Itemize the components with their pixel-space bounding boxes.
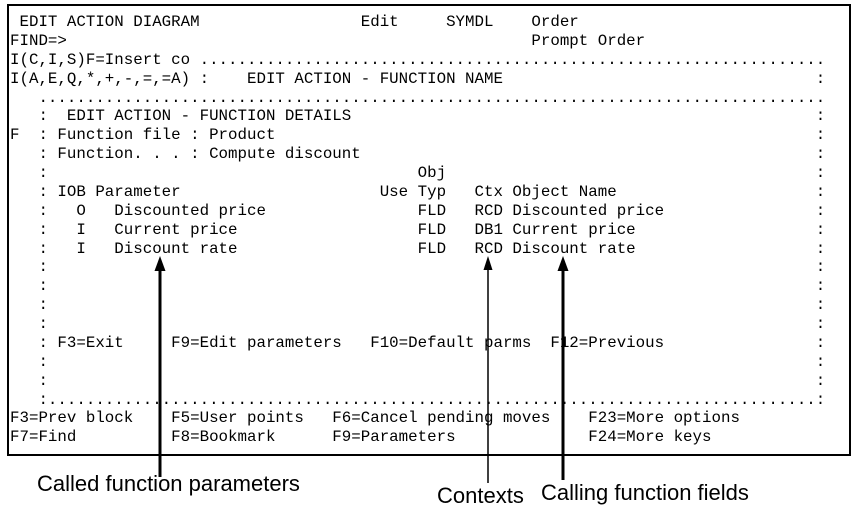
- terminal-line-param-discount-rate: : I Discount rate FLD RCD Discount rate …: [10, 239, 826, 258]
- terminal-line-blank-3: : :: [10, 296, 826, 315]
- terminal-line-obj-header: : Obj :: [10, 164, 826, 182]
- terminal-line-blank-5: : :: [10, 352, 826, 371]
- terminal-line-screen-fkeys-1[interactable]: F3=Prev block F5=User points F6=Cancel p…: [10, 409, 740, 428]
- terminal-screen[interactable]: EDIT ACTION DIAGRAM Edit SYMDL Order FIN…: [7, 4, 851, 456]
- label-contexts: Contexts: [437, 483, 524, 508]
- terminal-line-param-current-price: : I Current price FLD DB1 Current price …: [10, 220, 826, 239]
- terminal-line-insert-options: I(C,I,S)F=Insert co ....................…: [10, 50, 826, 69]
- terminal-line-find-input[interactable]: FIND=> Prompt Order: [10, 31, 646, 50]
- terminal-line-param-discounted-price: : O Discounted price FLD RCD Discounted …: [10, 201, 826, 220]
- terminal-line-blank-1: : :: [10, 258, 826, 277]
- terminal-line-window-fkeys[interactable]: : F3=Exit F9=Edit parameters F10=Default…: [10, 333, 826, 352]
- terminal-line-blank-2: : :: [10, 277, 826, 296]
- terminal-line-table-header: : IOB Parameter Use Typ Ctx Object Name …: [10, 182, 826, 201]
- terminal-line-window-border: ........................................…: [10, 88, 826, 107]
- label-called-function-parameters: Called function parameters: [37, 471, 300, 496]
- terminal-text: EDIT ACTION DIAGRAM Edit SYMDL Order FIN…: [10, 13, 825, 447]
- terminal-line-blank-4: : :: [10, 315, 826, 333]
- terminal-line-window-bottom-border: :.......................................…: [10, 390, 826, 409]
- terminal-line-screen-fkeys-2[interactable]: F7=Find F8=Bookmark F9=Parameters F24=Mo…: [10, 428, 712, 447]
- terminal-line-blank-6: : :: [10, 371, 826, 390]
- terminal-line-title: EDIT ACTION DIAGRAM Edit SYMDL Order: [10, 13, 579, 31]
- terminal-line-details-window-title: : EDIT ACTION - FUNCTION DETAILS :: [10, 107, 826, 126]
- terminal-line-function-name-window-title: I(A,E,Q,*,+,-,=,=A) : EDIT ACTION - FUNC…: [10, 69, 826, 88]
- terminal-line-function-file: F : Function file : Product :: [10, 126, 826, 145]
- label-calling-function-fields: Calling function fields: [541, 480, 749, 505]
- terminal-line-function: : Function. . . : Compute discount :: [10, 145, 826, 164]
